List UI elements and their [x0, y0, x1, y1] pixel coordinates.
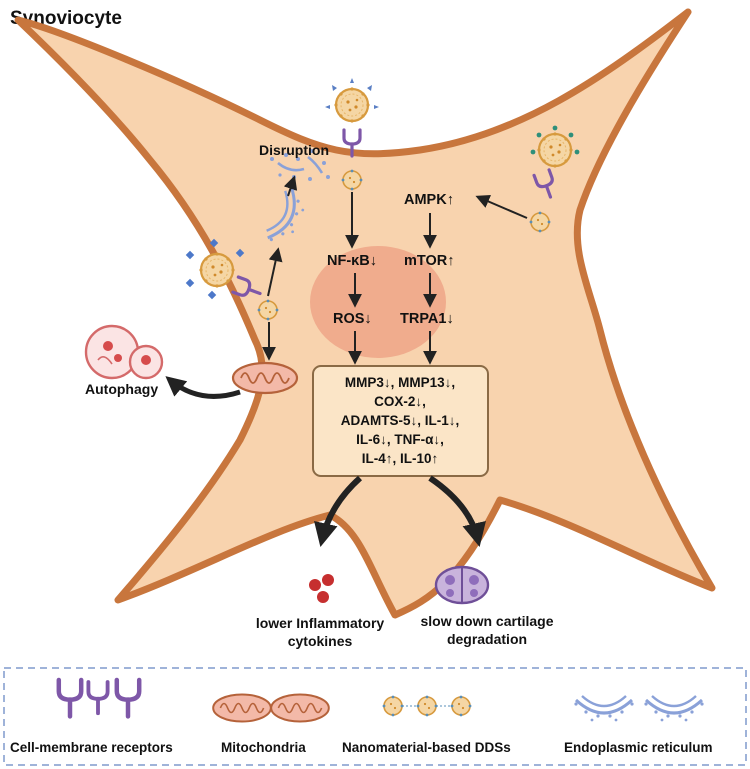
effect-line: ADAMTS-5↓, IL-1↓,	[341, 413, 460, 428]
effects-box	[312, 365, 489, 477]
receptor-icon	[59, 680, 139, 716]
arrow-mito-to-autophagy	[165, 376, 241, 399]
nanoparticle-icon	[530, 125, 580, 169]
ampk-node: AMPK↑	[404, 192, 454, 208]
mtor-node: mTOR↑	[404, 253, 455, 269]
mitochondria-icon	[212, 693, 330, 723]
legend-label-receptors: Cell-membrane receptors	[10, 740, 173, 755]
legend-label-er: Endoplasmic reticulum	[564, 740, 713, 755]
effect-line: COX-2↓,	[374, 394, 426, 409]
nanoparticle-icon	[381, 694, 473, 718]
er-icon	[572, 694, 706, 723]
legend-label-mitochondria: Mitochondria	[221, 740, 306, 755]
mitochondria-icon	[231, 361, 299, 395]
disrupted-er-icon	[270, 149, 330, 181]
arrow-np-to-ampk	[475, 194, 528, 219]
arrow-to-cytokines	[314, 475, 363, 548]
disruption-label: Disruption	[259, 142, 329, 158]
ros-node: ROS↓	[333, 311, 372, 327]
outcome-left-line2: cytokines	[288, 633, 353, 649]
trpa1-node: TRPA1↓	[400, 311, 454, 327]
effect-line: IL-4↑, IL-10↑	[362, 451, 439, 466]
autophagy-label: Autophagy	[85, 381, 158, 397]
effect-line: IL-6↓, TNF-α↓,	[356, 432, 444, 447]
effects-lines: MMP3↓, MMP13↓, COX-2↓, ADAMTS-5↓, IL-1↓,…	[341, 375, 460, 466]
effect-line: MMP3↓, MMP13↓,	[345, 375, 455, 390]
arrow-er-to-disruption	[283, 175, 298, 197]
outcome-right-line2: degradation	[447, 631, 527, 647]
autophagy-icon	[84, 324, 164, 380]
nucleus	[310, 246, 446, 358]
nfkb-node: NF-κB↓	[327, 253, 377, 269]
legend-label-ddss: Nanomaterial-based DDSs	[342, 740, 511, 755]
outcome-left-line1: lower Inflammatory	[256, 615, 385, 631]
arrow-np-to-er	[267, 247, 283, 297]
cartilage-icon	[434, 565, 490, 605]
outcome-right-line1: slow down cartilage	[420, 613, 553, 629]
cytokine-icon	[309, 574, 334, 603]
nanoparticle-icon	[325, 78, 379, 124]
arrow-to-cartilage	[428, 475, 486, 548]
